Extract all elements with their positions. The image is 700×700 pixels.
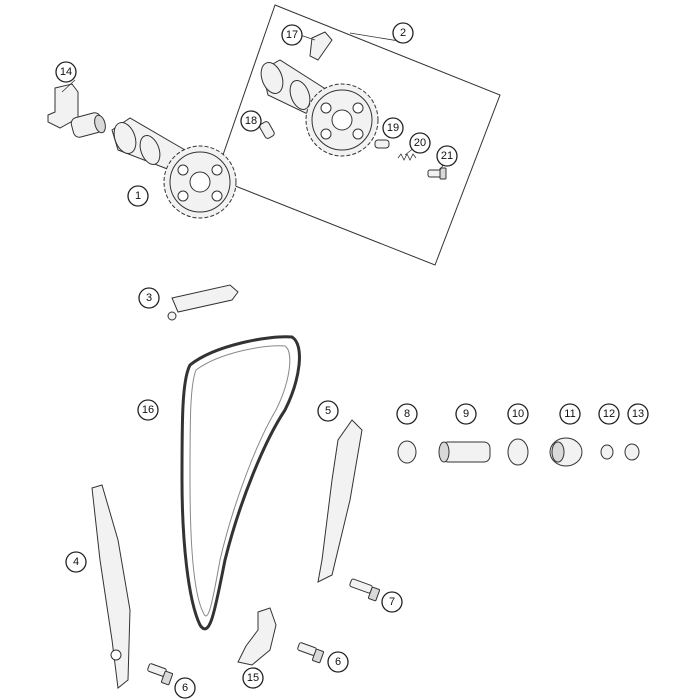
spring-20-part [397, 153, 417, 161]
callout-6-right: 6 [327, 651, 349, 673]
pin-19-part [374, 139, 390, 149]
camshaft-sensor-part [47, 83, 106, 138]
callout-label-14: 14 [60, 66, 72, 78]
callout-12: 12 [598, 403, 620, 425]
tensioner-rail-part [317, 419, 363, 583]
callout-label-5: 5 [325, 405, 331, 417]
callout-label-7: 7 [389, 596, 395, 608]
callout-label-6-left: 6 [182, 682, 188, 694]
callout-label-16: 16 [142, 404, 154, 416]
callout-label-15: 15 [247, 672, 259, 684]
callout-4: 4 [65, 551, 87, 573]
ring-12-part [600, 444, 614, 460]
callout-label-4: 4 [73, 556, 79, 568]
callout-7: 7 [381, 591, 403, 613]
callout-1: 1 [127, 185, 149, 207]
chain-guide-rail-3-part [171, 284, 239, 313]
screw-plug-11-part [549, 437, 583, 467]
callout-label-1: 1 [135, 190, 141, 202]
callout-17: 17 [281, 24, 303, 46]
callout-label-10: 10 [512, 408, 524, 420]
camshaft-2-part [260, 59, 379, 157]
chain-guide-15-part [237, 607, 277, 666]
guide-rail-4-part [91, 484, 131, 689]
callout-11: 11 [559, 403, 581, 425]
decompressor-lever-part [309, 31, 333, 61]
callout-2: 2 [392, 22, 414, 44]
callout-8: 8 [396, 403, 418, 425]
pin-18-part [259, 121, 275, 139]
callout-14: 14 [55, 61, 77, 83]
callout-20: 20 [409, 132, 431, 154]
screw-21-part [427, 167, 447, 180]
callout-9: 9 [455, 403, 477, 425]
callout-label-19: 19 [387, 122, 399, 134]
screw-6-right-part [297, 642, 325, 664]
callout-label-2: 2 [400, 27, 406, 39]
camshaft-part [111, 117, 237, 219]
callout-label-6-right: 6 [335, 656, 341, 668]
callout-label-8: 8 [404, 408, 410, 420]
washer-3-part [167, 311, 177, 321]
callout-label-17: 17 [286, 29, 298, 41]
callout-18: 18 [240, 110, 262, 132]
callout-10: 10 [507, 403, 529, 425]
callout-label-3: 3 [146, 292, 152, 304]
callout-3: 3 [138, 287, 160, 309]
screw-7-part [349, 578, 381, 602]
callout-15: 15 [242, 667, 264, 689]
callout-19: 19 [382, 117, 404, 139]
nut-13-part [624, 443, 640, 461]
callout-21: 21 [436, 145, 458, 167]
screw-6-left-part [147, 663, 174, 686]
callout-13: 13 [627, 403, 649, 425]
callout-label-11: 11 [564, 408, 575, 420]
callout-label-12: 12 [603, 408, 615, 420]
callout-5: 5 [317, 400, 339, 422]
callout-label-9: 9 [463, 408, 469, 420]
callout-label-13: 13 [632, 408, 644, 420]
seal-ring-10-part [507, 438, 529, 466]
callout-label-18: 18 [245, 115, 257, 127]
callout-label-21: 21 [441, 150, 453, 162]
callout-16: 16 [137, 399, 159, 421]
callout-6-left: 6 [174, 677, 196, 699]
o-ring-8-part [397, 440, 417, 464]
callout-label-20: 20 [414, 137, 426, 149]
timing-chain-part [180, 335, 301, 631]
camshaft-assembly-box [214, 4, 501, 266]
tensioner-piston-part [438, 441, 491, 463]
